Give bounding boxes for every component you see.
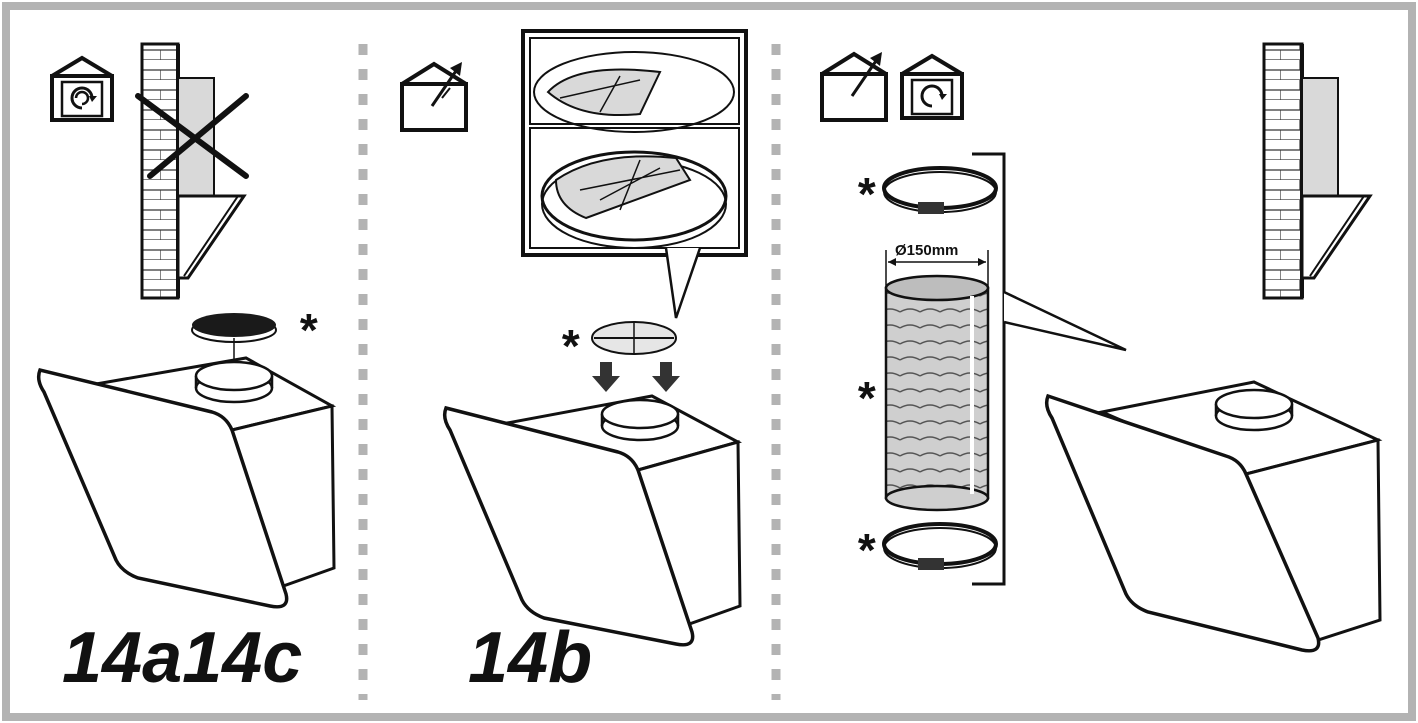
cross-mark bbox=[135, 93, 249, 179]
hood-a bbox=[36, 356, 337, 609]
optional-mark: * bbox=[298, 304, 318, 356]
detail-inset bbox=[521, 29, 748, 319]
exhaust-icon bbox=[820, 51, 888, 122]
recirculation-icon bbox=[50, 55, 114, 122]
step-label-b: 14b bbox=[468, 618, 593, 698]
optional-mark: * bbox=[856, 168, 876, 220]
optional-mark: * bbox=[856, 372, 876, 424]
split-flap bbox=[591, 321, 677, 355]
panel-b: * bbox=[400, 29, 748, 647]
diameter-dimension: Ø150mm bbox=[885, 242, 989, 290]
charcoal-filter bbox=[191, 313, 277, 376]
hood-b bbox=[442, 394, 742, 647]
down-arrows bbox=[592, 362, 680, 392]
hose-clamp-bottom bbox=[882, 522, 998, 570]
optional-mark: * bbox=[856, 524, 876, 576]
recirculation-icon bbox=[900, 53, 964, 120]
step-label-a: 14a14c bbox=[62, 618, 303, 698]
panel-a: * bbox=[36, 42, 337, 609]
bracket bbox=[972, 152, 1006, 586]
optional-mark: * bbox=[560, 320, 580, 372]
exhaust-icon bbox=[400, 61, 468, 132]
pipe-diameter-label: Ø150mm bbox=[895, 242, 958, 259]
chimney bbox=[1301, 77, 1339, 197]
callout bbox=[1003, 290, 1127, 352]
panel-c: * Ø150mm * * bbox=[820, 42, 1383, 653]
hose-clamp-top bbox=[882, 166, 998, 214]
brick-wall bbox=[1262, 42, 1304, 300]
hood-c bbox=[1044, 380, 1383, 653]
flex-pipe bbox=[884, 274, 990, 512]
